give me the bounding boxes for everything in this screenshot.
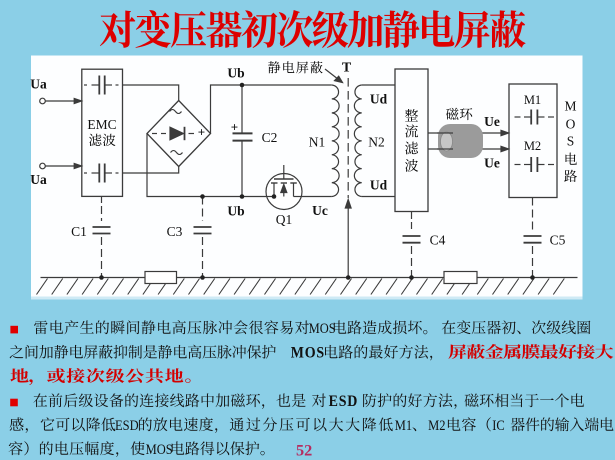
svg-text:Ud: Ud [370, 92, 388, 107]
svg-text:52: 52 [296, 440, 312, 459]
svg-text:N1: N1 [309, 135, 326, 150]
svg-text:MOS: MOS [309, 320, 336, 336]
svg-text:ESD: ESD [329, 393, 359, 410]
svg-text:MOS: MOS [291, 345, 325, 362]
svg-text:ESD: ESD [115, 417, 139, 433]
svg-text:+: + [231, 120, 238, 135]
svg-text:Ua: Ua [30, 77, 47, 92]
svg-text:C3: C3 [167, 224, 183, 239]
svg-text:EMC: EMC [87, 117, 116, 132]
svg-text:M1: M1 [524, 93, 541, 107]
svg-text:+: + [198, 125, 205, 140]
svg-text:IC: IC [492, 417, 504, 433]
svg-text:Ud: Ud [370, 178, 388, 193]
svg-text:N2: N2 [368, 135, 385, 150]
svg-text:M2: M2 [428, 417, 445, 433]
svg-text:MOS: MOS [146, 441, 173, 457]
svg-text:Uc: Uc [312, 203, 328, 218]
svg-text:M1: M1 [395, 417, 412, 433]
svg-text:C4: C4 [430, 233, 446, 248]
svg-text:C2: C2 [262, 130, 278, 145]
svg-text:C1: C1 [71, 224, 87, 239]
svg-text:Ue: Ue [484, 114, 500, 129]
svg-text:Ua: Ua [30, 172, 47, 187]
svg-text:Q1: Q1 [276, 212, 293, 227]
svg-text:Ub: Ub [227, 204, 244, 219]
svg-text:M: M [564, 99, 576, 114]
svg-text:T: T [342, 61, 352, 76]
svg-text:C5: C5 [550, 233, 566, 248]
svg-text:O: O [566, 117, 576, 132]
svg-text:S: S [567, 134, 575, 149]
svg-text:M2: M2 [524, 139, 541, 153]
svg-text:Ub: Ub [227, 66, 244, 81]
svg-text:Ue: Ue [484, 156, 500, 171]
